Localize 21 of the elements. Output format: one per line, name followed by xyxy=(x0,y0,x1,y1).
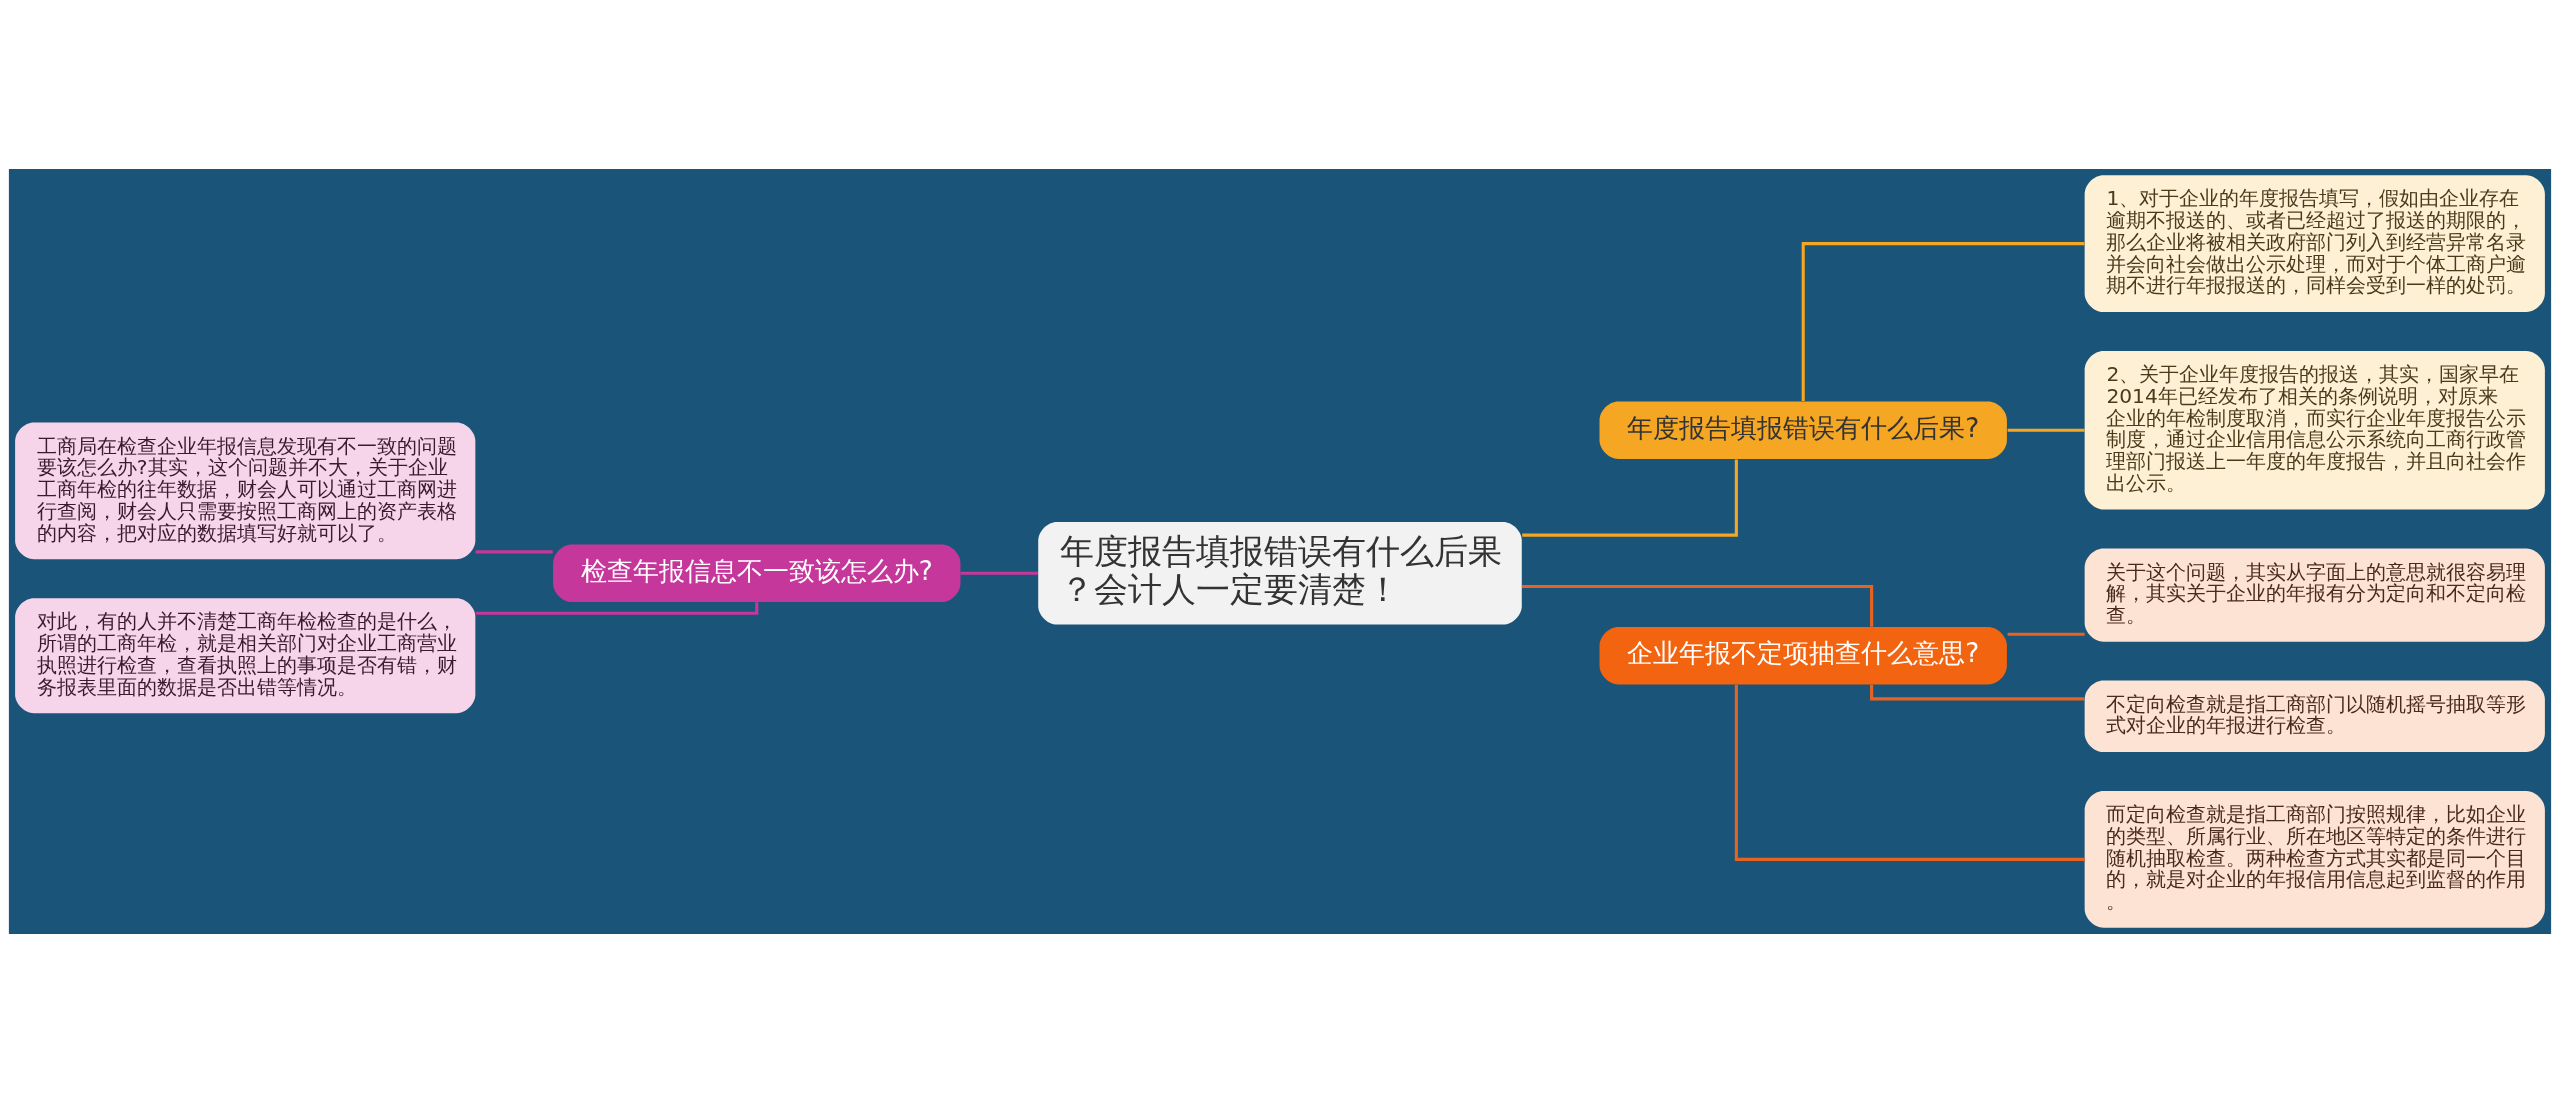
connector xyxy=(1522,459,1738,537)
connector xyxy=(1870,684,2085,701)
node-box: 年度报告填报错误有什么后果? xyxy=(1599,401,2007,459)
node-box: 企业年报不定项抽查什么意思? xyxy=(1599,626,2007,685)
connector xyxy=(1734,684,2085,861)
connector xyxy=(475,550,553,554)
connector xyxy=(1801,242,2085,402)
connector xyxy=(2007,428,2085,432)
node-box: 不定向检查就是指工商部门以随机摇号抽取等形式对企业的年报进行检查。 xyxy=(2084,680,2545,753)
node-box: 1、对于企业的年度报告填写，假如由企业存在逾期不报送的、或者已经超过了报送的期限的，那么企业将被相关政府部门列入到经营异常名录并会向社会做出公示处理，而对于个体工商户逾期不进行年报报送的，同样会受到一样的处罚。 xyxy=(2084,175,2545,313)
node-box: 2、关于企业年度报告的报送，其实，国家早在2014年已经发布了相关的条例说明，对原来企业的年检制度取消，而实行企业年度报告公示制度，通过企业信用信息公示系统向工商行政管理部门报送上一年度的年度报告，并且向社会作出公示。 xyxy=(2084,350,2545,510)
node-box: 年度报告填报错误有什么后果？会计人一定要清楚！ xyxy=(1038,521,1522,625)
connector xyxy=(1521,584,1874,627)
node-box: 而定向检查就是指工商部门按照规律，比如企业的类型、所属行业、所在地区等特定的条件进行随机抽取检查。两种检查方式其实都是同一个目的，就是对企业的年报信用信息起到监督的作用。 xyxy=(2084,790,2545,928)
node-box: 对此，有的人并不清楚工商年检检查的是什么，所谓的工商年检，就是相关部门对企业工商营业执照进行检查，查看执照上的事项是否有错，财务报表里面的数据是否出错等情况。 xyxy=(15,598,476,714)
connector xyxy=(475,602,759,615)
connector xyxy=(2007,632,2085,636)
node-box: 检查年报信息不一致该怎么办? xyxy=(553,544,961,603)
connector xyxy=(960,571,1039,575)
node-box: 工商局在检查企业年报信息发现有不一致的问题要该怎么办?其实，这个问题并不大，关于企业工商年检的往年数据，财会人可以通过工商网进行查阅，财会人只需要按照工商网上的资产表格的内容，把对应的数据填写好就可以了。 xyxy=(15,422,476,560)
node-box: 关于这个问题，其实从字面上的意思就很容易理解，其实关于企业的年报有分为定向和不定向检查。 xyxy=(2084,548,2545,642)
